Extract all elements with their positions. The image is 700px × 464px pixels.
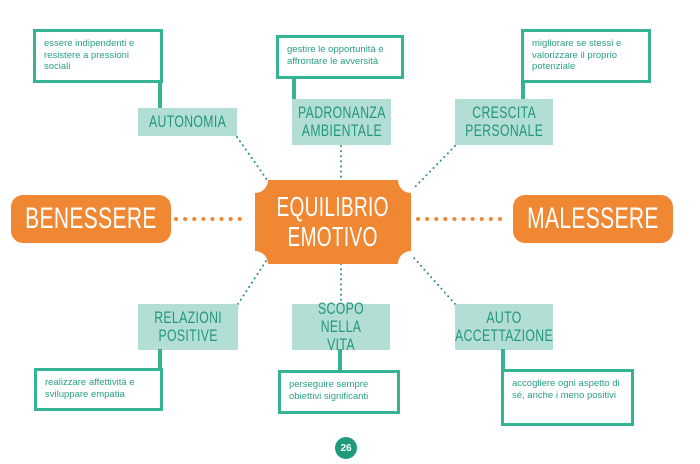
crescita-stem (521, 82, 525, 100)
malessere-label: MALESSERE (527, 202, 659, 235)
autonomia-label: AUTONOMIA (148, 112, 227, 131)
padronanza-description-box: gestire le opportunità e affrontare le a… (276, 35, 404, 79)
scopo-description-box: perseguire sempre obiettivi significanti (278, 370, 400, 414)
malessere-node: MALESSERE (513, 195, 673, 243)
center-node-shape (255, 180, 411, 264)
scopo-label-box: SCOPO NELLA VITA (292, 300, 390, 354)
connector-autonomia (236, 136, 271, 185)
page-number: 26 (335, 437, 357, 459)
scopo-stem (338, 349, 342, 371)
connector-relazioni (237, 257, 269, 305)
connector-auto (413, 257, 456, 305)
auto-label: AUTO ACCETTAZIONE (455, 308, 553, 345)
crescita-label-box: CRESCITA PERSONALE (455, 99, 553, 145)
center-node: EQUILIBRIO EMOTIVO (255, 180, 411, 264)
padronanza-label: PADRONANZA AMBIENTALE (297, 103, 386, 140)
center-title: EQUILIBRIO EMOTIVO (276, 191, 390, 252)
benessere-node: BENESSERE (11, 195, 171, 243)
autonomia-description: essere indipendenti e resistere a pressi… (44, 38, 135, 72)
auto-label-box: AUTO ACCETTAZIONE (455, 304, 553, 350)
connector-crescita (413, 145, 456, 189)
auto-description: accogliere ogni aspetto di sé, anche i m… (512, 378, 620, 401)
scopo-description: perseguire sempre obiettivi significanti (289, 379, 369, 402)
crescita-label: CRESCITA PERSONALE (464, 103, 544, 140)
autonomia-stem (158, 82, 162, 109)
relazioni-label-box: RELAZIONI POSITIVE (138, 304, 238, 350)
padronanza-stem (292, 78, 296, 100)
autonomia-label-box: AUTONOMIA (138, 108, 237, 136)
crescita-description-box: migliorare se stessi e valorizzare il pr… (521, 29, 651, 83)
relazioni-description-box: realizzare affettività e sviluppare empa… (34, 368, 163, 411)
padronanza-label-box: PADRONANZA AMBIENTALE (292, 99, 391, 145)
scopo-label: SCOPO NELLA VITA (317, 299, 365, 354)
benessere-label: BENESSERE (25, 202, 157, 235)
autonomia-description-box: essere indipendenti e resistere a pressi… (33, 29, 163, 83)
relazioni-label: RELAZIONI POSITIVE (154, 308, 222, 345)
auto-stem (501, 349, 505, 371)
relazioni-stem (158, 349, 162, 370)
relazioni-description: realizzare affettività e sviluppare empa… (45, 377, 135, 400)
crescita-description: migliorare se stessi e valorizzare il pr… (532, 38, 622, 72)
padronanza-description: gestire le opportunità e affrontare le a… (287, 44, 384, 67)
auto-description-box: accogliere ogni aspetto di sé, anche i m… (501, 369, 634, 426)
